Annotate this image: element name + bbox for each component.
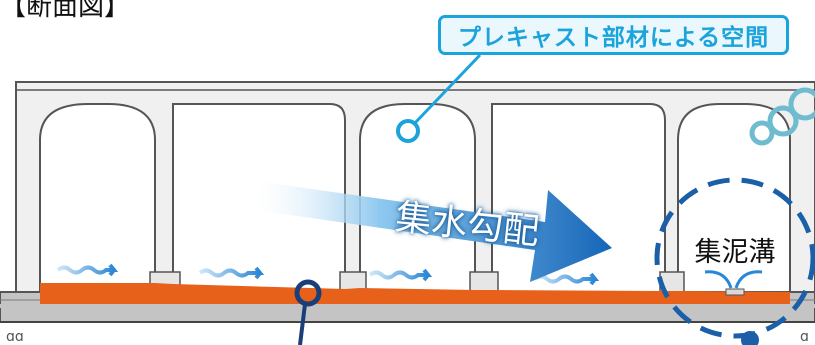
pit-highlight bbox=[654, 177, 815, 345]
title-fragment: 【断面図】 bbox=[0, 0, 131, 22]
precast-structure bbox=[15, 81, 815, 293]
sediment-layer bbox=[40, 283, 790, 306]
callout-box: プレキャスト部材による空間 bbox=[438, 15, 789, 55]
decorative-bubbles bbox=[749, 87, 815, 146]
svg-text:ɑɑ: ɑɑ bbox=[6, 329, 24, 345]
svg-text:ɑ: ɑ bbox=[800, 329, 809, 345]
pit-label: 集泥溝 bbox=[694, 237, 776, 268]
gradient-arrow bbox=[255, 182, 612, 282]
sediment-pointer bbox=[294, 279, 322, 345]
callout-label: プレキャスト部材による空間 bbox=[457, 25, 770, 51]
callout-pointer bbox=[396, 53, 482, 143]
flow-wave-arrows bbox=[56, 263, 600, 286]
